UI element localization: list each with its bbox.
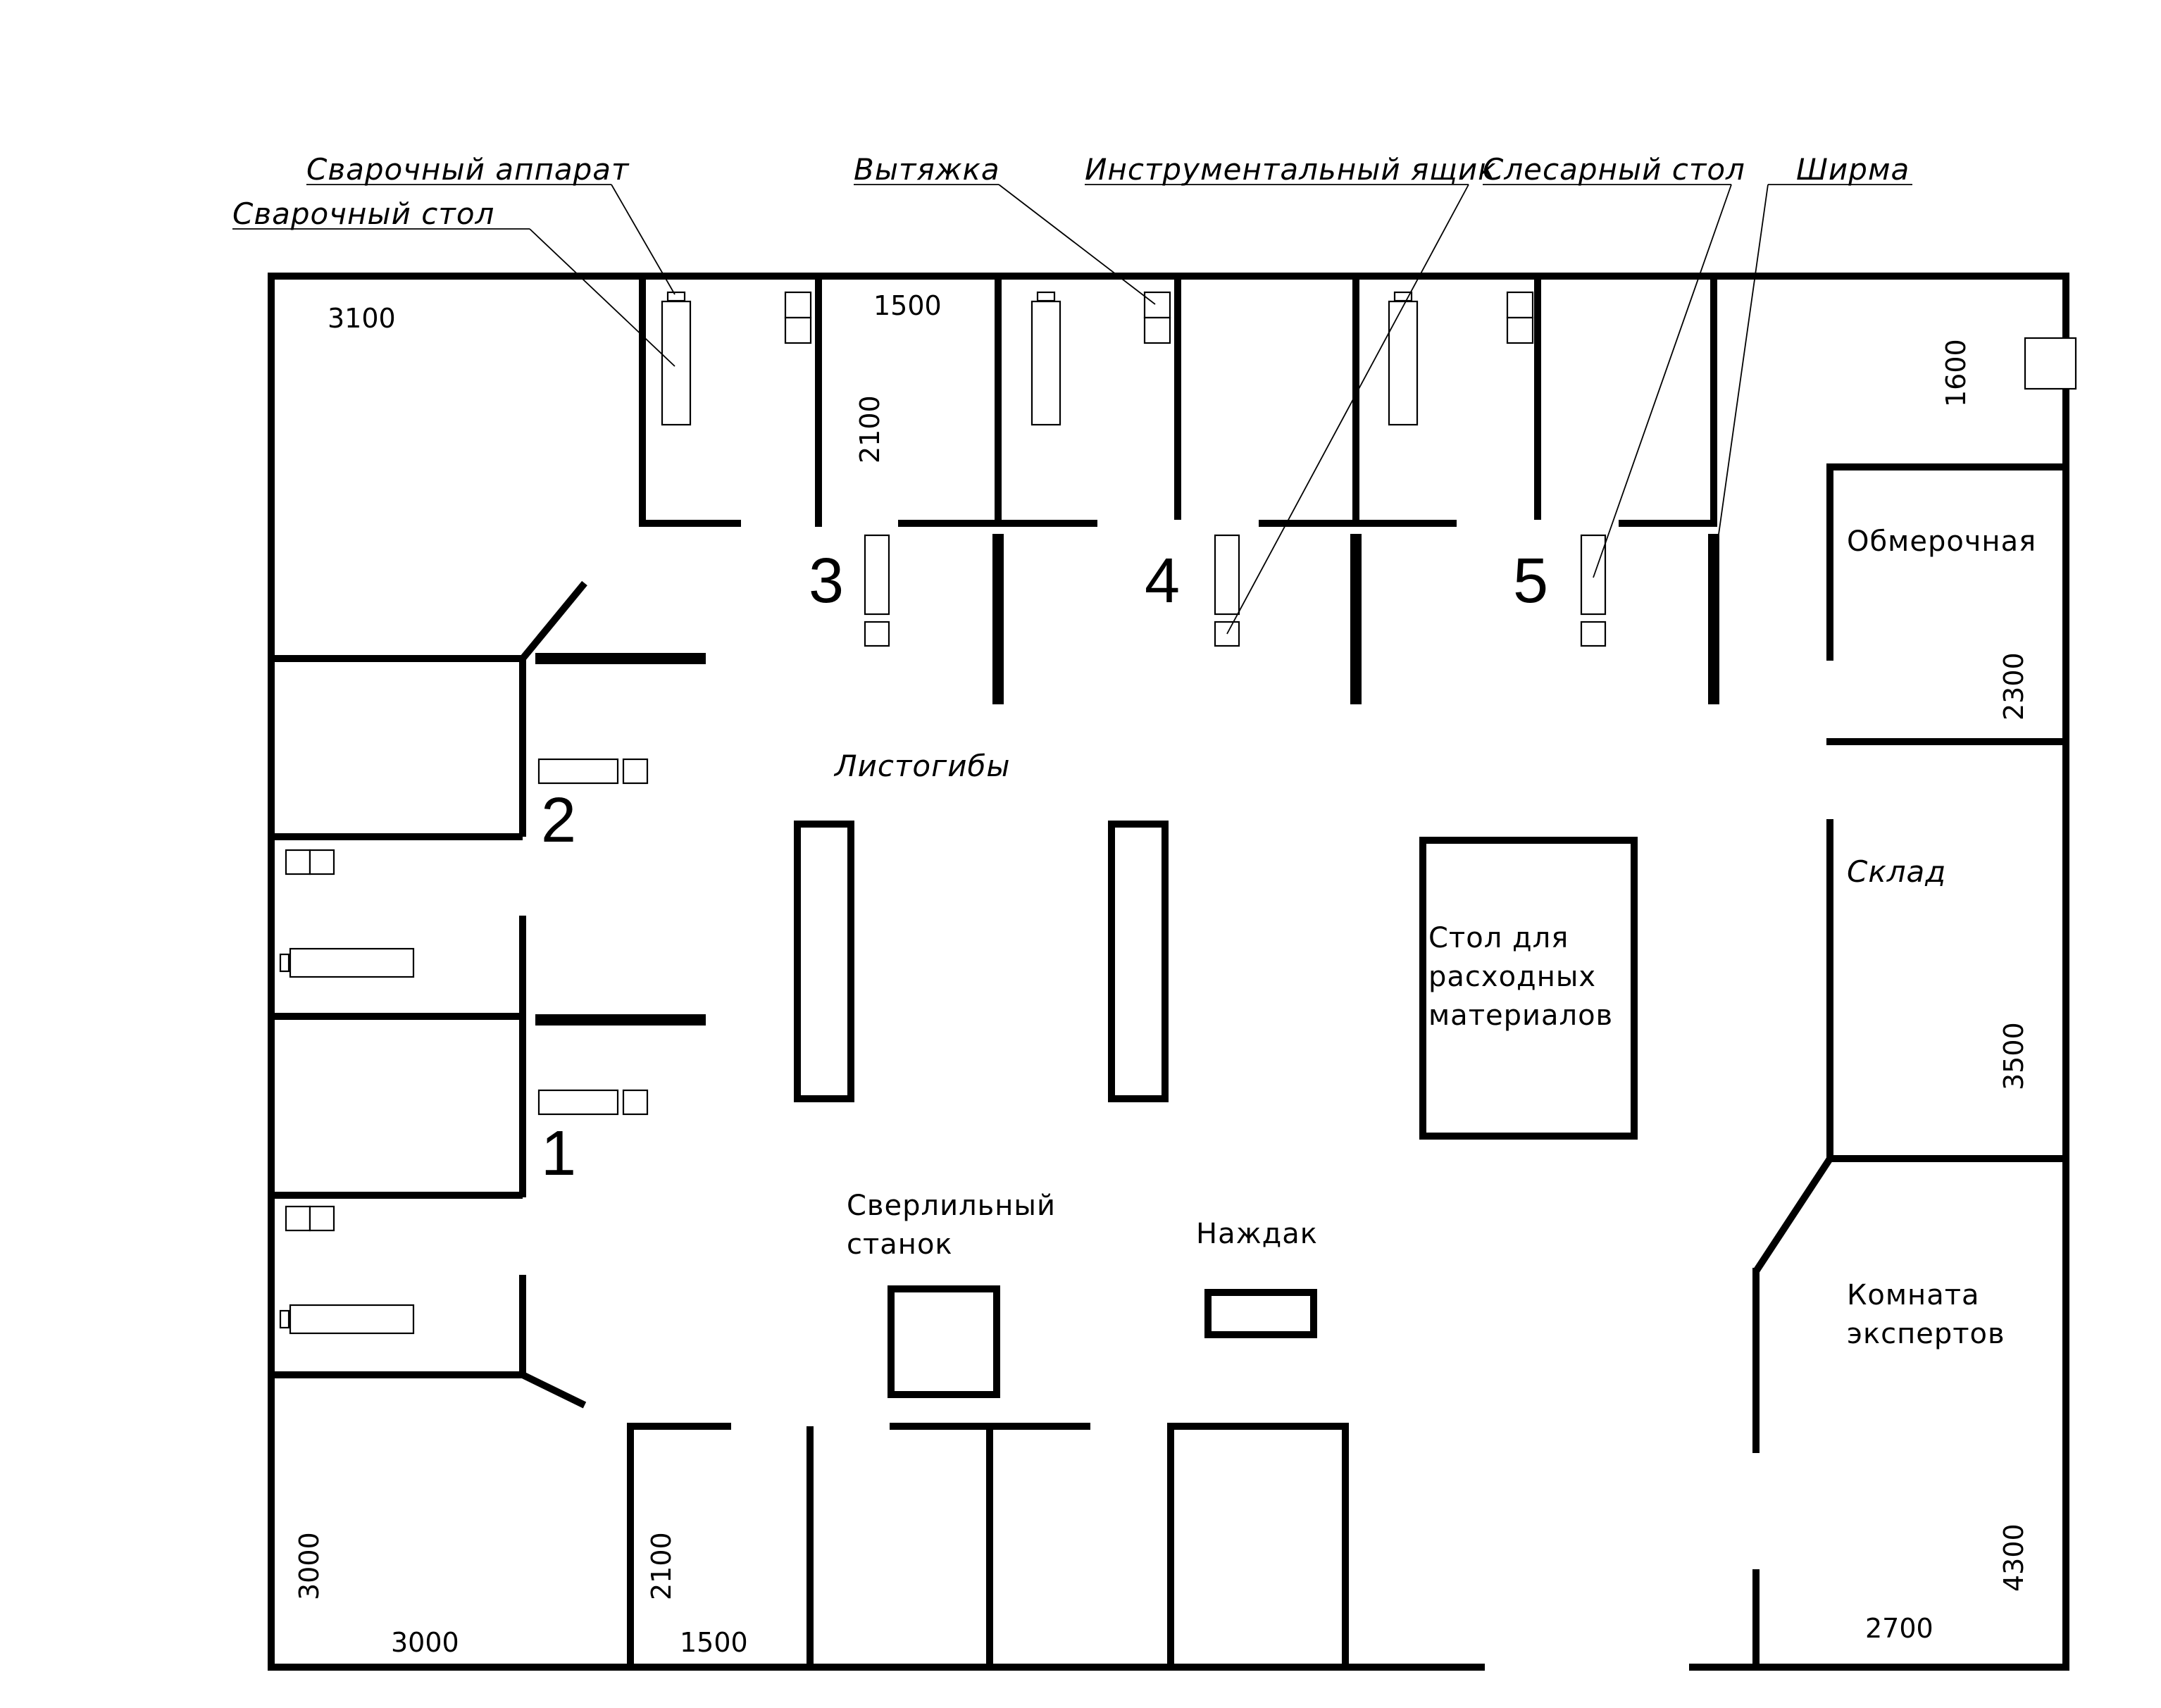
dim-bottom-left-width: 3000 <box>391 1627 459 1658</box>
label-drill-line1: Сверлильный <box>847 1190 1056 1222</box>
callout-labels: Сварочный аппарат Сварочный стол Вытяжка… <box>232 152 1910 231</box>
label-drill-line2: станок <box>847 1228 953 1261</box>
dim-experts-width: 2700 <box>1865 1613 1933 1644</box>
drilling-machine <box>888 1285 1000 1398</box>
label-experts-line2: экспертов <box>1847 1318 2005 1350</box>
booth-number-4: 4 <box>1145 546 1180 616</box>
top-booths <box>639 276 1719 704</box>
central-equipment <box>794 821 1638 1398</box>
label-sheet-benders: Листогибы <box>833 749 1011 783</box>
left-booths <box>268 580 706 1409</box>
callout-welding-machine: Сварочный аппарат <box>306 152 630 187</box>
dim-bottom-booth-depth: 2100 <box>646 1532 677 1600</box>
label-supplies-line1: Стол для <box>1428 922 1569 954</box>
callout-welding-table: Сварочный стол <box>232 197 494 231</box>
supplies-table <box>1419 837 1638 1140</box>
dim-top-left-width: 3100 <box>328 303 396 334</box>
callout-tool-box: Инструментальный ящик <box>1085 152 1497 187</box>
label-supplies-line2: расходных <box>1428 961 1596 993</box>
booth-number-2: 2 <box>541 785 576 856</box>
label-grinder: Наждак <box>1196 1218 1318 1250</box>
dimension-labels: 3100 1500 2100 1600 2300 3500 4300 2700 … <box>294 290 2029 1658</box>
dim-booth-depth: 2100 <box>854 395 885 463</box>
sheet-bender-left <box>794 821 854 1102</box>
booth-furniture <box>279 291 2077 1335</box>
leader-lines <box>232 184 1912 635</box>
booth-number-1: 1 <box>541 1118 576 1189</box>
label-storage: Склад <box>1847 854 1946 889</box>
dim-bottom-booth-width: 1500 <box>680 1627 748 1658</box>
measuring-room-walls <box>1752 463 2069 1671</box>
dim-measuring-room: 2300 <box>1998 652 2029 721</box>
outer-walls <box>268 273 2069 1671</box>
booth-number-3: 3 <box>809 546 844 616</box>
dim-booth-width: 1500 <box>873 290 942 321</box>
label-experts-line1: Комната <box>1847 1279 1980 1311</box>
dim-bottom-left-height: 3000 <box>294 1532 325 1600</box>
booth-number-5: 5 <box>1513 546 1548 616</box>
booth-numbers: 1 2 3 4 5 <box>541 546 1548 1189</box>
area-labels: Листогибы Сверлильный станок Наждак Стол… <box>833 525 2036 1350</box>
grinder-machine <box>1204 1289 1317 1338</box>
callout-screen: Ширма <box>1796 152 1910 187</box>
label-measuring-room: Обмерочная <box>1847 525 2036 558</box>
dim-storage-room: 3500 <box>1998 1022 2029 1090</box>
callout-hood: Вытяжка <box>854 152 1000 187</box>
sheet-bender-right <box>1108 821 1169 1102</box>
label-supplies-line3: материалов <box>1428 999 1613 1032</box>
dim-top-right: 1600 <box>1941 339 1972 407</box>
dim-experts-height: 4300 <box>1998 1523 2029 1592</box>
callout-bench: Слесарный стол <box>1483 152 1745 187</box>
bottom-rooms <box>627 1423 1349 1671</box>
